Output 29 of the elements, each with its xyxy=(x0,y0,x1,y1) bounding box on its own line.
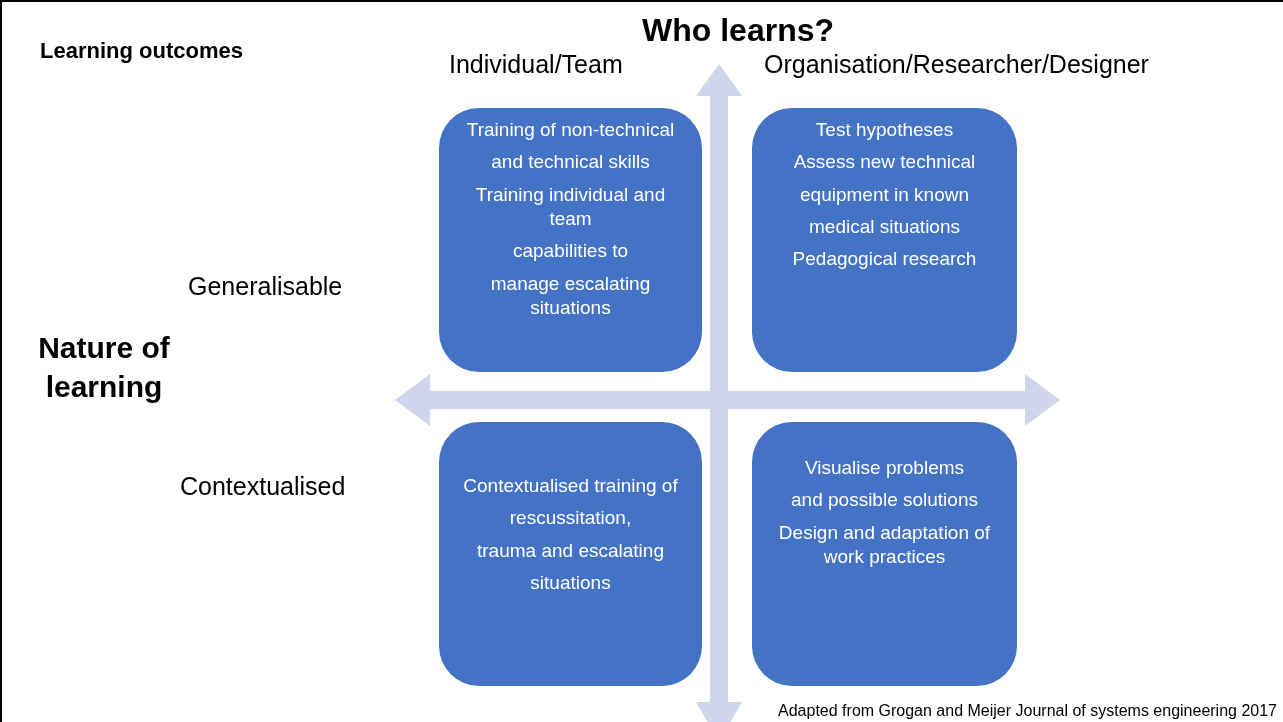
box-text: and possible solutions xyxy=(791,488,978,513)
axis-title: Who learns? xyxy=(642,12,834,49)
box-text: capabilities to xyxy=(512,239,629,264)
box-text: and technical skills xyxy=(491,150,650,175)
box-text: manage escalating situations xyxy=(489,271,652,320)
box-text: Contextualised training of xyxy=(463,474,678,498)
box-text: Pedagogical research xyxy=(792,247,977,272)
quadrant-box xyxy=(752,422,1017,686)
box-text: equipment in known xyxy=(800,182,969,207)
box-text: Assess new technical xyxy=(793,150,976,175)
box-text: situations xyxy=(530,570,611,595)
box-text: Design and adaptation of work practices xyxy=(777,520,992,569)
box-text: medical situations xyxy=(809,214,960,239)
slide-title: Learning outcomes xyxy=(40,38,243,64)
axis-label: Contextualised xyxy=(180,472,346,501)
box-text: Training of non-technical xyxy=(466,118,675,142)
quadrant-box xyxy=(439,108,702,372)
box-text: rescussitation, xyxy=(509,506,632,531)
axis-label: Generalisable xyxy=(188,272,343,301)
quadrant-box xyxy=(439,422,702,686)
box-text: Visualise problems xyxy=(804,456,965,480)
box-text: Training individual and team xyxy=(474,182,667,231)
axis-title: Nature of learning xyxy=(37,330,171,405)
source-caption: Adapted from Grogan and Meijer Journal of systems engineering 2017 xyxy=(778,702,1277,720)
axis-label: Individual/Team xyxy=(449,50,623,79)
quadrant-box xyxy=(752,108,1017,372)
axis-label: Organisation/Researcher/Designer xyxy=(764,50,1149,79)
box-text: trauma and escalating xyxy=(477,538,664,563)
box-text: Test hypotheses xyxy=(815,118,954,142)
